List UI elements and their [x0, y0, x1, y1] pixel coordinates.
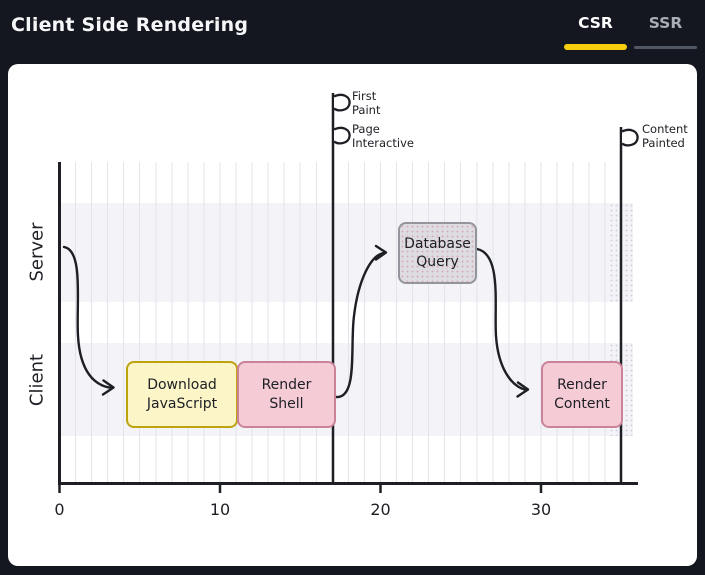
lane-label-client: Client [26, 353, 48, 407]
event-label-line: Paint [352, 103, 381, 117]
task-box-download-javascript: Download JavaScript [126, 361, 238, 428]
diagram-panel: Server Client Download JavaScript Render… [8, 64, 697, 566]
task-label-line: Query [416, 254, 459, 270]
x-tick-label-20: 20 [370, 500, 391, 519]
tab-csr-active-underline [564, 44, 627, 50]
content-painted-flag-icon [621, 128, 639, 147]
task-label-line: Render [557, 377, 607, 394]
tab-ssr[interactable]: SSR [648, 14, 683, 32]
tab-csr[interactable]: CSR [578, 14, 613, 32]
event-label-first-paint: First Paint [352, 89, 380, 117]
x-tick-label-30: 30 [530, 500, 552, 519]
task-label-line: Database [404, 235, 471, 252]
event-label-line: Interactive [352, 136, 414, 150]
first-paint-flag-icon [333, 93, 351, 112]
task-label-line: Render [261, 377, 312, 394]
task-box-database-query: Database Query [398, 222, 477, 284]
lane-label-server: Server [26, 222, 48, 282]
event-label-page-interactive: Page Interactive [352, 122, 414, 150]
tab-ssr-underline [634, 45, 697, 49]
event-label-line: Painted [642, 136, 685, 150]
x-axis-ticks [58, 483, 543, 493]
event-label-line: Content [642, 122, 688, 136]
time-gridlines [59, 162, 631, 483]
x-tick-label-0: 0 [54, 500, 65, 519]
task-label-line: Shell [269, 395, 304, 412]
page-interactive-flag-icon [333, 126, 351, 145]
task-label-line: Content [554, 395, 610, 412]
x-tick-label-10: 10 [209, 500, 231, 519]
event-label-line: First [352, 89, 377, 103]
event-label-content-painted: Content Painted [642, 122, 688, 150]
task-label-line: Download [147, 377, 217, 394]
task-label-line: JavaScript [146, 395, 218, 412]
task-box-render-shell: Render Shell [237, 361, 336, 428]
page-title: Client Side Rendering [11, 14, 249, 36]
event-label-line: Page [352, 122, 380, 136]
task-box-render-content: Render Content [541, 361, 623, 428]
